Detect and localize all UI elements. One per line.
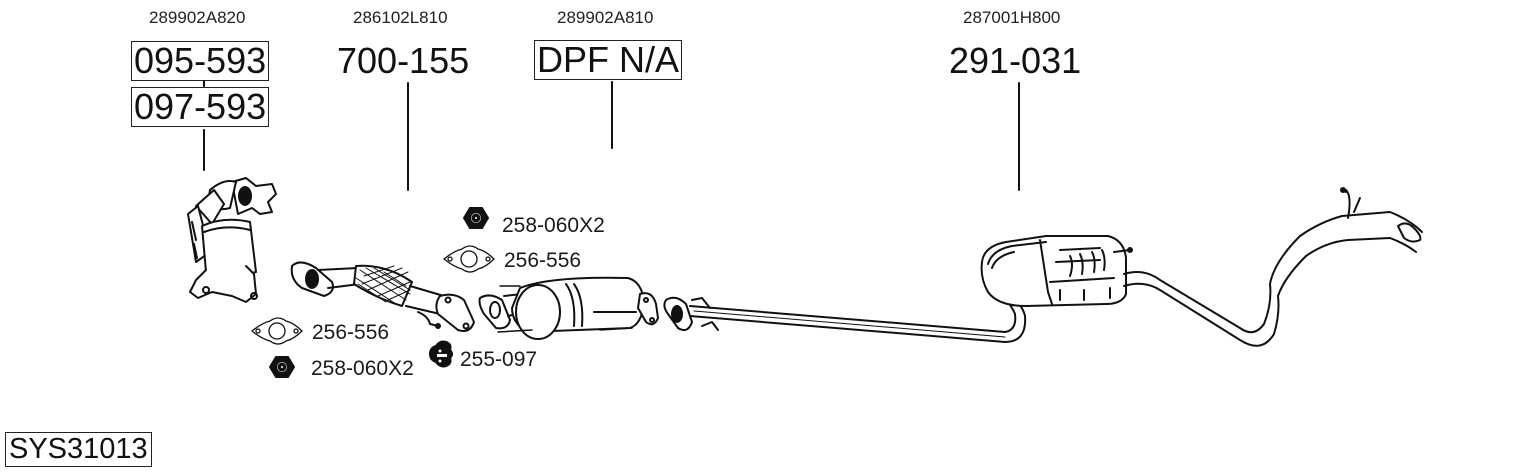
oem-number-catalyst: 289902A820: [149, 8, 246, 27]
gasket-icon-lower: [251, 317, 303, 345]
flex-pipe-drawing: [290, 261, 475, 332]
part-number-097-593[interactable]: 097-593: [131, 87, 270, 127]
oem-number-rear-silencer: 287001H800: [963, 8, 1061, 27]
accessory-nut-upper-label[interactable]: 258-060X2: [502, 214, 605, 237]
accessory-nut-lower-label[interactable]: 258-060X2: [311, 357, 414, 380]
hex-nut-icon-upper: [463, 207, 489, 229]
accessory-rubber-mount-label[interactable]: 255-097: [460, 348, 538, 371]
hex-nut-icon-lower: [269, 356, 295, 378]
accessory-gasket-upper-label[interactable]: 256-556: [504, 249, 582, 272]
catalytic-converter-drawing: [187, 177, 277, 303]
dpf-drawing: [478, 276, 659, 340]
part-number-291-031[interactable]: 291-031: [949, 40, 1082, 81]
system-id-badge: SYS31013: [5, 432, 152, 467]
part-number-700-155[interactable]: 700-155: [337, 40, 470, 81]
oem-number-flex-pipe: 286102L810: [353, 8, 448, 27]
tailpipe-drawing: [1123, 187, 1423, 347]
part-number-095-593[interactable]: 095-593: [131, 41, 270, 81]
rubber-mount-icon: [429, 340, 453, 368]
oem-number-dpf: 289902A810: [557, 8, 654, 27]
middle-pipe-drawing: [663, 281, 1027, 343]
gasket-icon-upper: [443, 245, 495, 273]
accessory-gasket-lower-label[interactable]: 256-556: [312, 321, 390, 344]
rear-silencer-drawing: [980, 235, 1133, 307]
part-number-dpf[interactable]: DPF N/A: [534, 40, 683, 80]
